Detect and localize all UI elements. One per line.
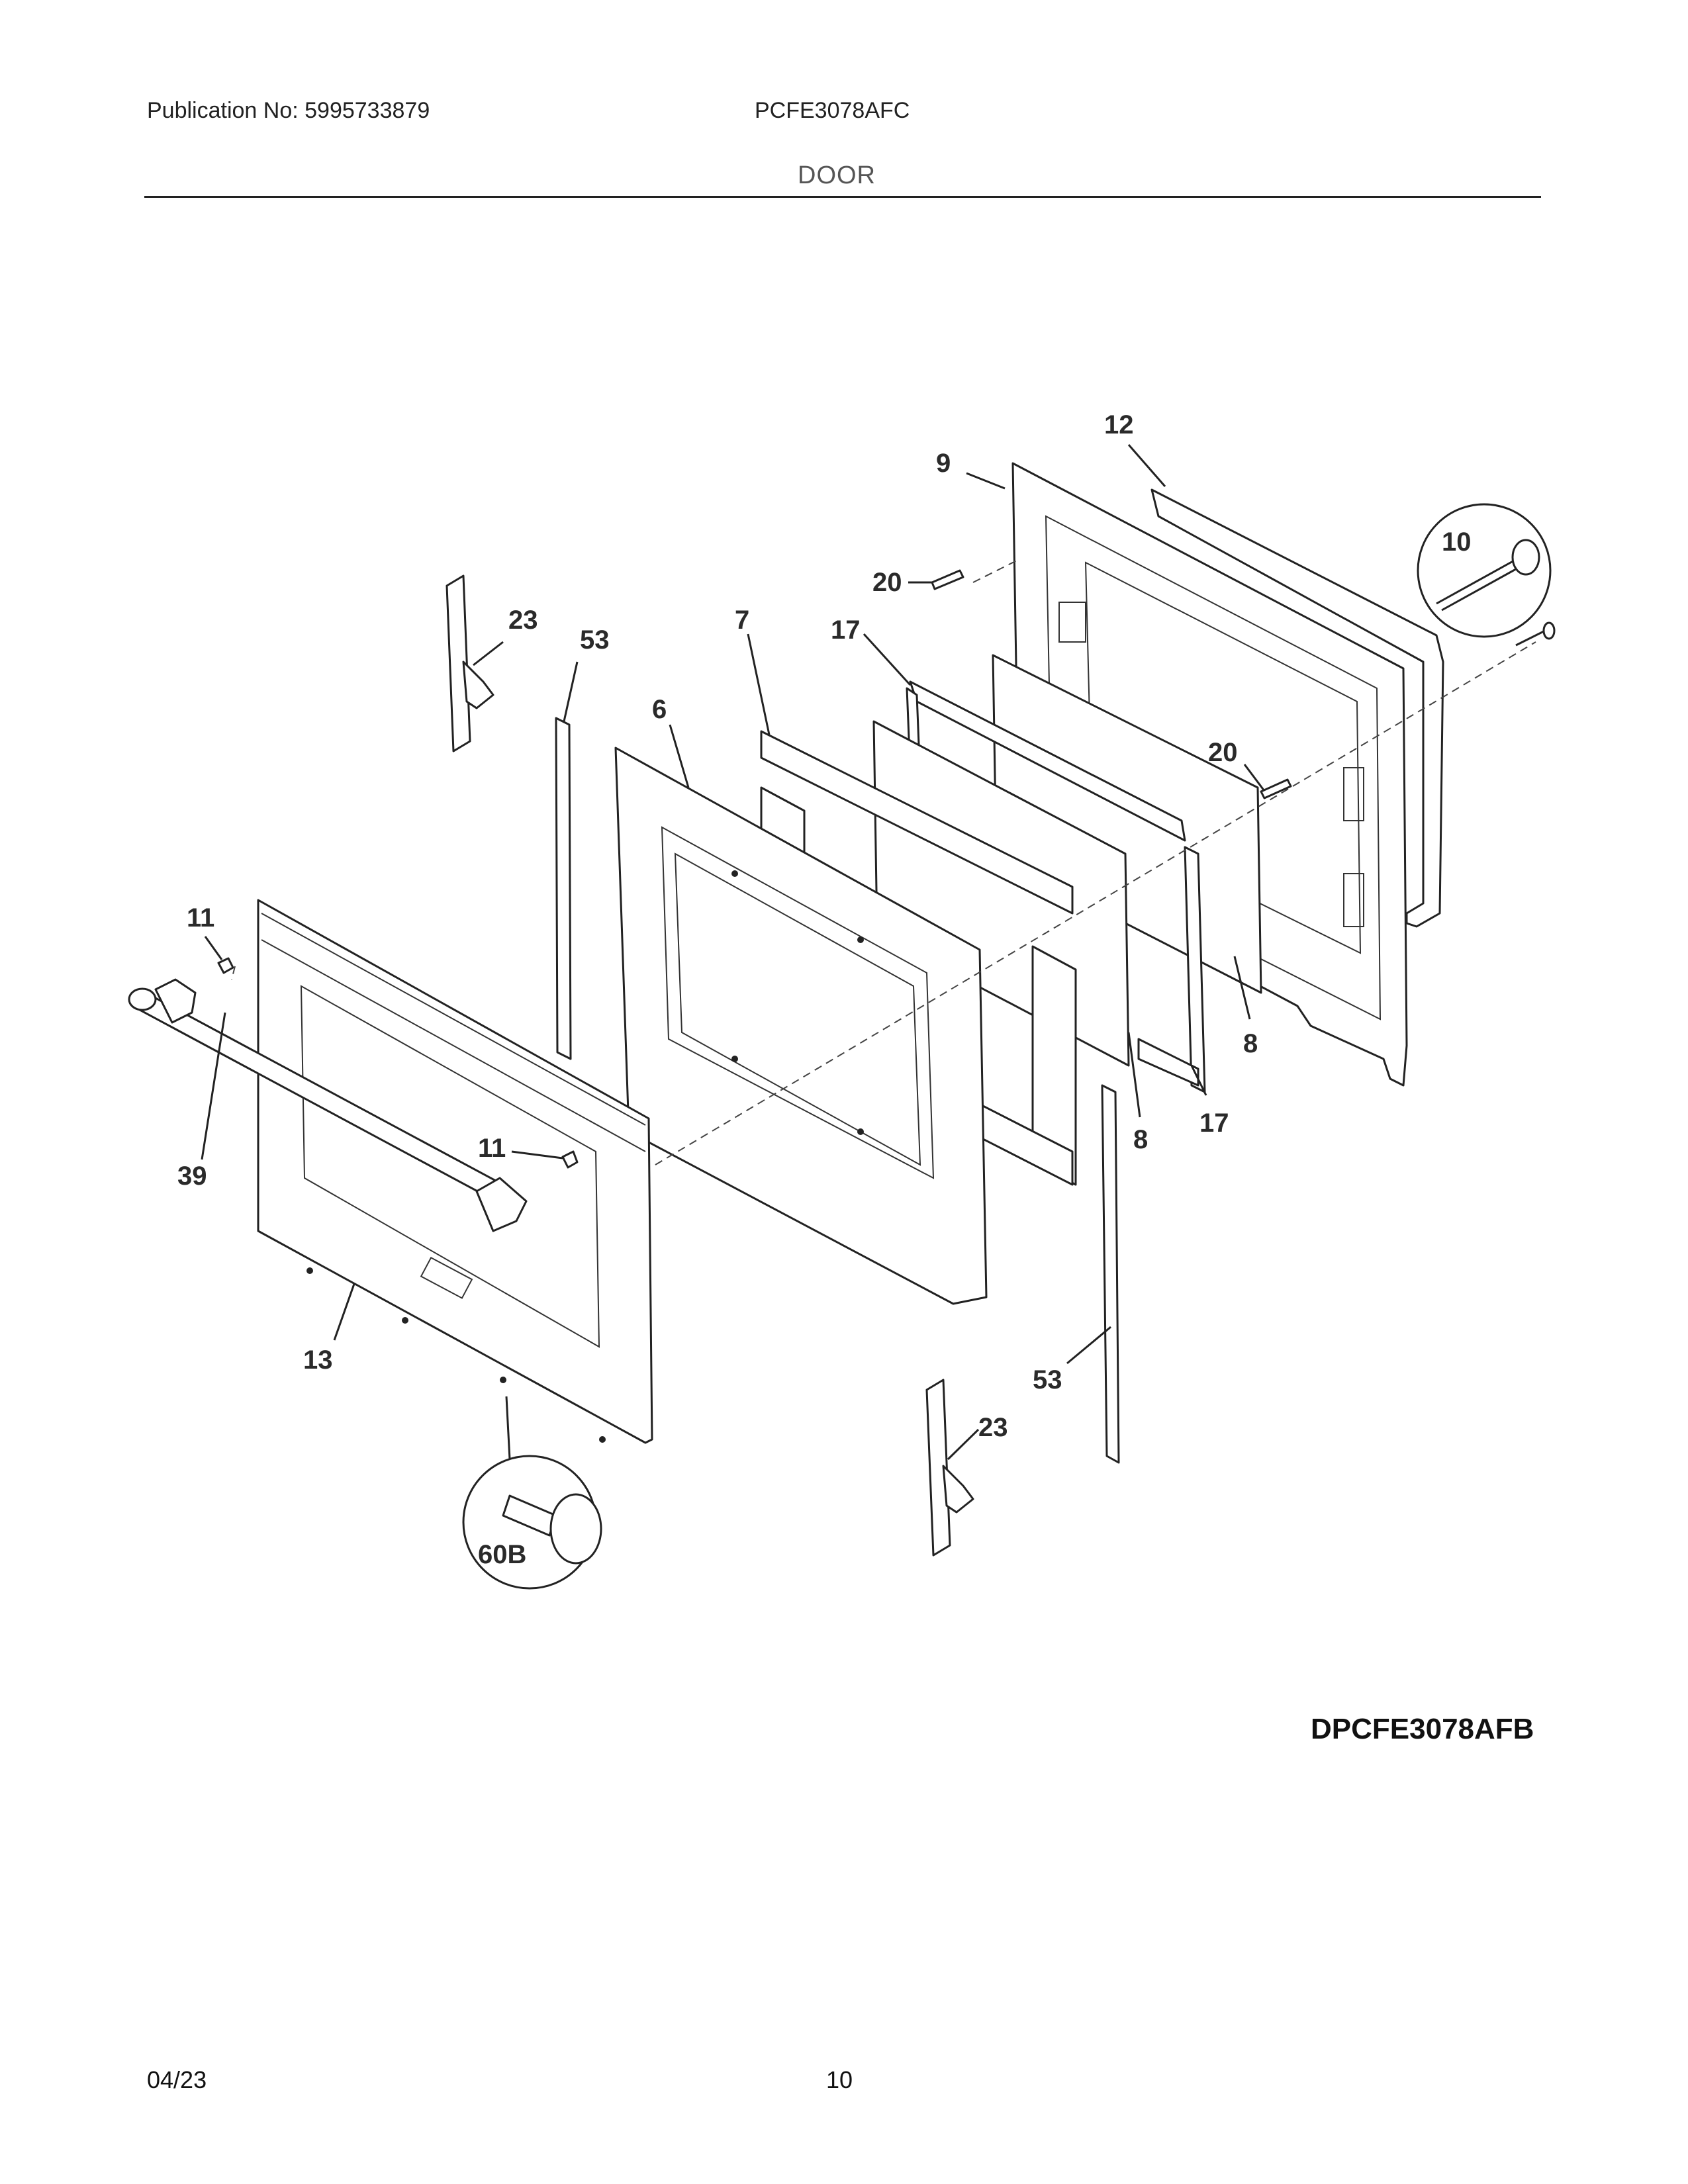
callout-60b: 60B (478, 1540, 526, 1569)
leader-17a (863, 633, 912, 686)
part-39-handle (128, 978, 528, 1232)
header-divider (144, 196, 1541, 198)
leader-11a (204, 936, 223, 960)
callout-12: 12 (1104, 410, 1134, 439)
leader-23b (947, 1428, 980, 1461)
part-53-lower-trim (1101, 1084, 1120, 1464)
leader-17b (1190, 1065, 1207, 1096)
assembly-axis-main (655, 641, 1536, 1165)
publication-number: Publication No: 5995733879 (147, 98, 430, 123)
leader-9 (966, 472, 1006, 490)
callout-53-upper: 53 (580, 625, 610, 655)
leader-13 (333, 1283, 355, 1341)
callout-10: 10 (1442, 527, 1472, 557)
part-6-inner-door-panel (614, 747, 988, 1305)
part-12-gasket (1150, 488, 1444, 928)
callout-23-upper: 23 (508, 606, 538, 635)
part-20-clip-upper (931, 569, 964, 590)
callout-7: 7 (735, 606, 749, 635)
callout-8-right: 8 (1243, 1029, 1258, 1058)
callout-17-upper: 17 (831, 615, 861, 645)
callout-20-upper: 20 (872, 568, 902, 597)
part-53-upper-trim (555, 717, 572, 1060)
leader-23a (473, 641, 504, 666)
assembly-axis-left (231, 966, 236, 980)
callout-9: 9 (936, 449, 951, 478)
model-number: PCFE3078AFC (755, 98, 910, 123)
leader-39 (201, 1012, 226, 1160)
leader-8b (1127, 1032, 1141, 1118)
callout-53-lower: 53 (1033, 1365, 1062, 1394)
leader-53b (1066, 1326, 1111, 1365)
leader-8a (1233, 956, 1251, 1020)
callout-13: 13 (303, 1345, 333, 1375)
assembly-axis-upper (972, 559, 1020, 583)
leader-53a (563, 661, 579, 722)
leader-11b (511, 1150, 563, 1160)
callout-39: 39 (177, 1161, 207, 1191)
section-title: DOOR (798, 161, 876, 189)
part-11-screw-left (217, 957, 234, 974)
part-23-upper-hinge (445, 574, 494, 752)
diagram-id: DPCFE3078AFB (1311, 1713, 1534, 1745)
part-11-screw-right (561, 1150, 579, 1169)
leader-6 (669, 724, 690, 788)
callout-6: 6 (652, 695, 667, 724)
callout-11-left: 11 (187, 903, 214, 933)
callout-20-lower: 20 (1208, 738, 1238, 767)
leader-60b (505, 1396, 511, 1460)
callout-17-lower: 17 (1199, 1109, 1229, 1138)
leader-12 (1127, 444, 1166, 487)
part-10-screw-detail (1417, 503, 1556, 647)
callout-23-lower: 23 (978, 1413, 1008, 1442)
callout-8-left: 8 (1133, 1125, 1148, 1154)
callout-11-right: 11 (478, 1134, 506, 1163)
part-23-lower-hinge (925, 1379, 974, 1557)
page-number: 10 (826, 2066, 853, 2093)
leader-20b (1243, 764, 1266, 792)
leader-7 (747, 633, 771, 735)
part-60b-screw-detail (462, 1455, 602, 1590)
part-20-clip-lower (1260, 778, 1292, 799)
footer-date: 04/23 (147, 2066, 207, 2093)
